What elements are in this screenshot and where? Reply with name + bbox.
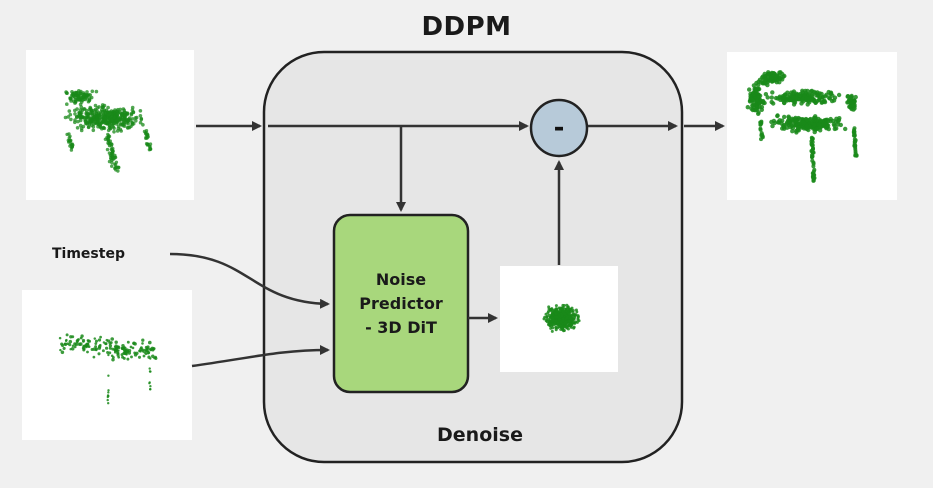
arrow-timestep-to-predictor — [169, 252, 330, 309]
diagram-title: DDPM — [421, 12, 512, 42]
conditioning-point-cloud-panel — [22, 290, 192, 440]
noise-predictor-line-2: Predictor — [359, 294, 443, 313]
sparse-point-cloud-icon — [58, 333, 158, 405]
arrow-condition-to-predictor — [191, 345, 330, 368]
noise-predictor-box — [332, 213, 470, 394]
denoised-chair-point-cloud-icon — [745, 70, 859, 183]
subtract-symbol: - — [553, 113, 565, 143]
subtract-node — [529, 98, 589, 158]
noise-predictor-line-3: - 3D DiT — [365, 318, 437, 337]
noisy-chair-point-cloud-icon — [63, 89, 153, 173]
gaussian-noise-blob-icon — [542, 303, 581, 333]
timestep-label: Timestep — [52, 246, 125, 262]
noise-predictor-line-1: Noise — [375, 270, 427, 289]
noise-predictor-label: Noise Predictor - 3D DiT — [334, 268, 468, 340]
ddpm-container — [262, 50, 684, 464]
denoise-label: Denoise — [437, 424, 523, 446]
